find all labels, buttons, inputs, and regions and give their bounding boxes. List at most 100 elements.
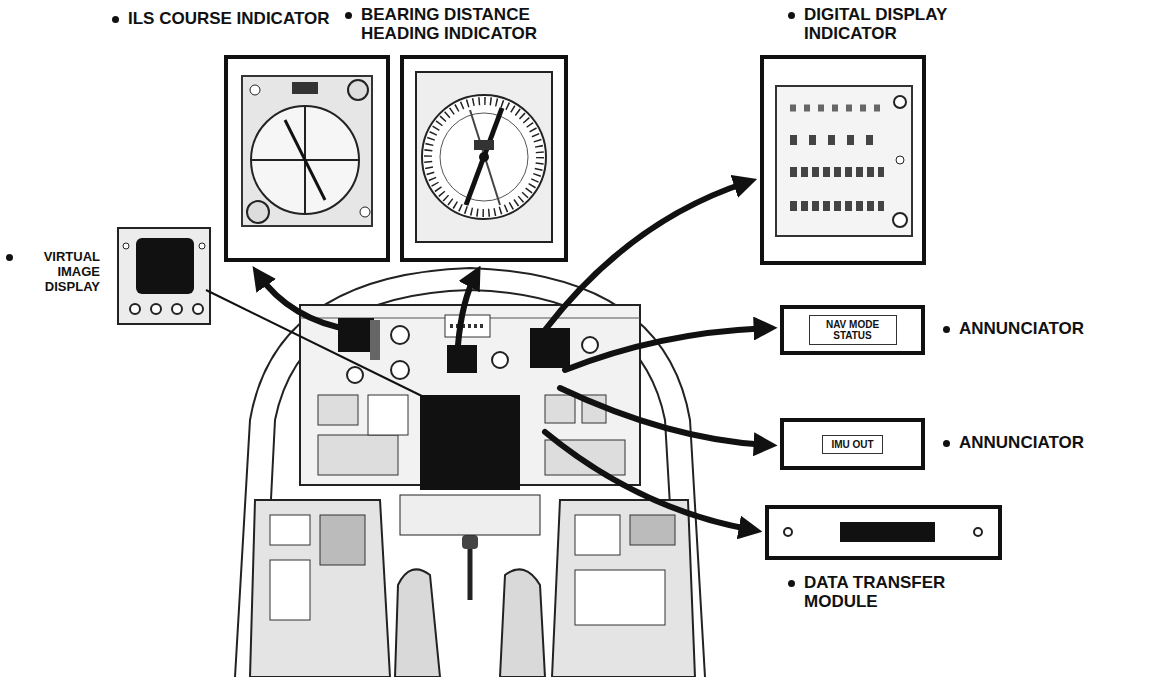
cockpit xyxy=(575,515,620,555)
callout-heading: ANNUNCIATOR xyxy=(943,434,1103,453)
digital-display-panel xyxy=(790,135,880,145)
virtual-image-display xyxy=(130,304,140,314)
callout-heading: DATA TRANSFER MODULE xyxy=(788,574,966,611)
callout-heading: ANNUNCIATOR xyxy=(943,320,1103,339)
heading-text: DATA TRANSFER MODULE xyxy=(804,574,966,611)
cockpit xyxy=(420,395,520,490)
ils-instrument xyxy=(360,207,370,217)
leader-arrows xyxy=(565,328,768,370)
leader-arrows xyxy=(458,274,476,345)
heading-text: DIGITAL DISPLAY INDICATOR xyxy=(804,6,974,43)
virtual-image-display xyxy=(193,304,203,314)
cockpit xyxy=(368,395,408,435)
digital-display-panel xyxy=(893,213,907,227)
digital-display-panel xyxy=(790,105,880,112)
callout-box: DATA TRANSFER MODULE xyxy=(765,505,1002,560)
data-transfer-slot xyxy=(974,528,982,536)
cockpit xyxy=(468,545,473,600)
virtual-image-display xyxy=(172,304,182,314)
ils-instrument xyxy=(285,120,325,200)
cockpit xyxy=(270,515,310,545)
bdhi-instrument xyxy=(422,95,546,219)
label-text: VIRTUAL IMAGE DISPLAY xyxy=(22,250,100,295)
virtual-image-display xyxy=(136,238,194,294)
bdhi-instrument xyxy=(474,140,494,150)
cockpit xyxy=(270,560,310,620)
bdhi-instrument xyxy=(428,101,540,213)
bullet-dot xyxy=(112,16,119,23)
cockpit xyxy=(450,324,486,328)
ils-instrument xyxy=(251,106,359,214)
callout-box: DIGITAL DISPLAY INDICATOR xyxy=(760,55,926,265)
ils-instrument xyxy=(348,80,368,100)
cockpit xyxy=(552,500,695,677)
cockpit xyxy=(318,395,358,425)
bullet-dot xyxy=(345,12,352,19)
virtual-image-display xyxy=(118,228,210,324)
cockpit xyxy=(400,495,540,535)
cockpit xyxy=(235,268,705,677)
data-transfer-slot xyxy=(784,522,982,542)
bdhi-instrument xyxy=(416,72,552,242)
virtual-image-display xyxy=(118,228,210,324)
ils-instrument xyxy=(242,76,372,226)
heading-text: ANNUNCIATOR xyxy=(959,434,1084,453)
bullet-dot xyxy=(6,254,13,261)
cockpit xyxy=(530,328,570,368)
virtual-image-display xyxy=(151,304,161,314)
digital-display-panel xyxy=(776,86,912,236)
callout-box: BEARING DISTANCE HEADING INDICATOR xyxy=(400,55,568,262)
digital-display-panel xyxy=(790,201,884,211)
bullet-dot xyxy=(943,326,950,333)
heading-text: ILS COURSE INDICATOR xyxy=(128,10,330,29)
data-transfer-slot xyxy=(784,528,792,536)
annunciator-label: IMU OUT xyxy=(822,435,882,454)
ils-instrument xyxy=(247,201,269,223)
digital-display-panel xyxy=(896,156,904,164)
bdhi-instrument xyxy=(470,110,500,205)
cockpit xyxy=(338,318,374,352)
leader-arrows xyxy=(545,182,748,330)
callout-box: ILS COURSE INDICATOR xyxy=(224,55,390,262)
callout-heading: BEARING DISTANCE HEADING INDICATOR xyxy=(345,6,557,43)
ils-instrument xyxy=(242,76,372,226)
cockpit xyxy=(462,535,478,549)
cockpit xyxy=(250,500,390,677)
callout-box: NAV MODE STATUSANNUNCIATOR xyxy=(780,305,925,355)
digital-display-panel xyxy=(894,96,906,108)
heading-text: BEARING DISTANCE HEADING INDICATOR xyxy=(361,6,557,43)
cockpit xyxy=(318,435,398,475)
cockpit xyxy=(492,352,508,368)
bdhi-instrument xyxy=(479,152,489,162)
cockpit xyxy=(395,569,440,677)
leader-arrows xyxy=(560,388,768,445)
cockpit xyxy=(575,570,665,625)
virtual-image-display xyxy=(199,243,205,249)
heading-text: ANNUNCIATOR xyxy=(959,320,1084,339)
bdhi-instrument xyxy=(440,113,528,201)
callout-heading: DIGITAL DISPLAY INDICATOR xyxy=(788,6,974,43)
bullet-dot xyxy=(788,580,795,587)
ils-instrument xyxy=(292,82,318,94)
cockpit xyxy=(630,515,675,545)
cockpit xyxy=(445,315,490,337)
bullet-dot xyxy=(788,12,795,19)
cockpit xyxy=(370,320,380,360)
virtual-image-display xyxy=(123,243,129,249)
digital-display-panel xyxy=(790,167,884,177)
callout-heading: ILS COURSE INDICATOR xyxy=(112,10,352,29)
cockpit xyxy=(500,569,545,677)
data-transfer-slot xyxy=(840,522,935,542)
callout-box: IMU OUTANNUNCIATOR xyxy=(780,418,925,470)
cockpit xyxy=(391,361,409,379)
cockpit xyxy=(320,515,365,565)
ils-instrument xyxy=(250,85,260,95)
digital-display-panel xyxy=(776,86,912,236)
bullet-dot xyxy=(943,440,950,447)
leader-arrows xyxy=(258,182,768,530)
bdhi-instrument xyxy=(466,108,502,205)
leader-line xyxy=(206,290,430,400)
part-label: VIRTUAL IMAGE DISPLAY xyxy=(6,250,100,295)
